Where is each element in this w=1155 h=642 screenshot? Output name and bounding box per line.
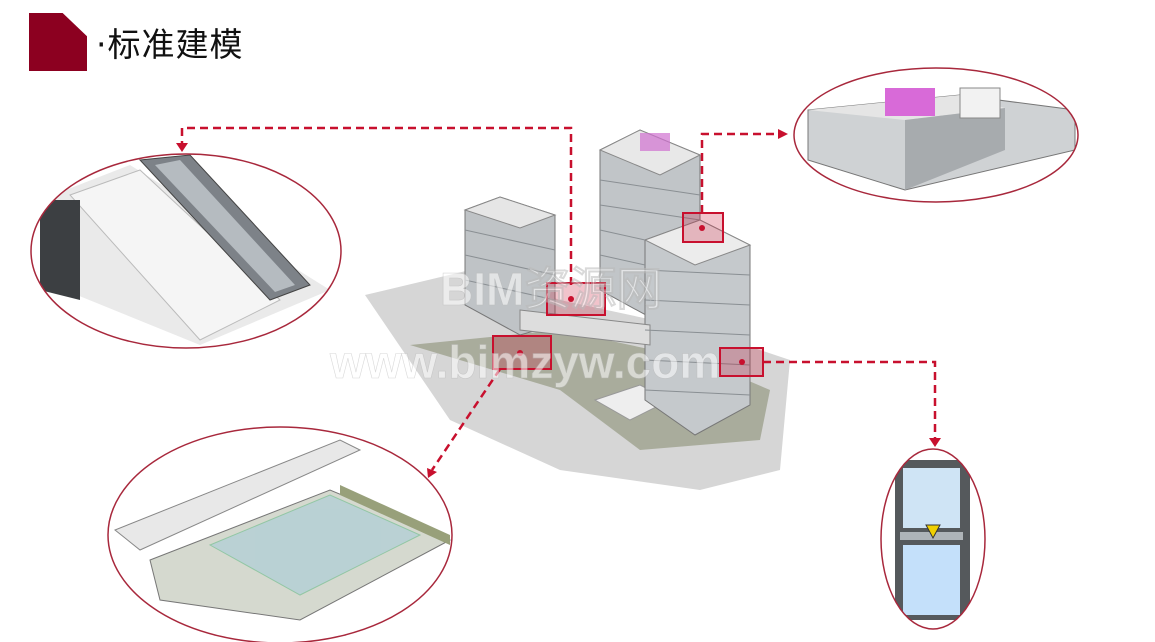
callout-box-escalator bbox=[546, 282, 606, 316]
page-title: ·标准建模 bbox=[96, 25, 244, 64]
building-towers bbox=[463, 129, 752, 436]
watermark-line2: www.bimzyw.com bbox=[329, 336, 720, 388]
escalator-detail-callout bbox=[30, 153, 342, 349]
canopy-detail-callout bbox=[107, 426, 453, 642]
leader-lines bbox=[180, 126, 937, 471]
watermark: BIM资源网 www.bimzyw.com bbox=[329, 263, 721, 389]
watermark-line1: BIM资源网 bbox=[440, 263, 662, 315]
rooftop-detail-callout bbox=[793, 67, 1079, 203]
window-detail-callout bbox=[880, 448, 986, 630]
